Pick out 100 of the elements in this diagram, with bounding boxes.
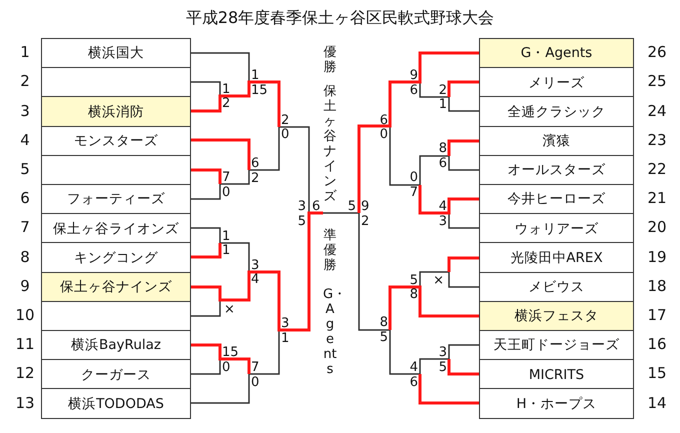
team-name: メビウス	[528, 278, 584, 296]
score: 8	[410, 288, 418, 300]
team-box	[41, 300, 191, 332]
score: 0	[410, 170, 418, 184]
score: 1	[438, 98, 447, 110]
score: 1	[222, 230, 230, 242]
title: 平成28年度春季保土ヶ谷区民軟式野球大会	[184, 8, 496, 28]
team-name: 保土ヶ谷ナインズ	[60, 278, 172, 296]
score: 0	[281, 128, 290, 140]
score: 4	[410, 360, 418, 374]
team-name: 全逓クラシック	[508, 102, 606, 121]
seed-number: 24	[647, 104, 667, 118]
team-box	[479, 300, 634, 332]
score: 2	[222, 96, 230, 110]
seed-number: 21	[647, 191, 667, 206]
team-name: 横浜BayRulaz	[71, 336, 161, 354]
team-box	[479, 242, 634, 274]
team-name: モンスターズ	[74, 132, 158, 150]
runner-up-label: 準優勝	[323, 228, 337, 273]
score: 1	[222, 244, 230, 256]
team-name: G・Agents	[520, 44, 592, 62]
score: 1	[251, 68, 260, 82]
seed-number: 22	[647, 162, 667, 177]
seed-number: 11	[15, 337, 35, 352]
score: 4	[438, 200, 447, 212]
team-name: ウォリアーズ	[514, 220, 598, 238]
seed-number: 10	[15, 308, 35, 323]
score: 0	[380, 128, 388, 140]
team-box	[41, 330, 191, 361]
seed-number: 12	[15, 366, 35, 382]
score: 6	[312, 200, 320, 212]
score: 2	[251, 172, 260, 184]
score: 3	[438, 346, 447, 358]
score: 6	[410, 84, 418, 96]
team-name: 横浜フェスタ	[514, 307, 598, 326]
score: 3	[298, 200, 306, 212]
seed-number: 18	[647, 278, 667, 294]
score: 8	[438, 142, 447, 154]
seed-number: 23	[647, 132, 667, 148]
score: 9	[410, 68, 418, 82]
seed-number: 26	[647, 45, 667, 60]
team-box	[41, 38, 191, 69]
winner-name: 保土ヶ谷ナインズ	[323, 84, 337, 204]
seed-number: 2	[20, 74, 30, 90]
seed-number: 1	[20, 45, 30, 60]
seed-number: 25	[647, 74, 667, 90]
score: 5	[438, 360, 447, 374]
team-box	[41, 67, 191, 98]
team-box	[41, 154, 191, 186]
team-box	[41, 96, 191, 128]
score: 5	[348, 200, 356, 212]
score: 2	[361, 214, 370, 228]
score: 8	[380, 316, 388, 328]
team-name: 保土ヶ谷ライオンズ	[53, 220, 179, 238]
team-box	[479, 154, 634, 186]
score: 4	[251, 272, 260, 286]
score: 3	[281, 316, 290, 330]
team-box	[479, 67, 634, 98]
score: 3	[438, 214, 447, 228]
team-box	[479, 126, 634, 156]
team-box	[41, 184, 191, 215]
score: 0	[251, 376, 260, 388]
seed-number: 16	[647, 337, 667, 352]
seed-number: 13	[15, 396, 35, 410]
seed-number: 19	[647, 250, 667, 264]
team-name: H・ホープス	[516, 394, 597, 413]
score: 5	[298, 214, 306, 228]
seed-number: 6	[20, 191, 30, 206]
team-box	[479, 330, 634, 361]
team-name: オールスターズ	[508, 161, 606, 180]
team-box	[41, 126, 191, 156]
seed-number: 15	[647, 366, 667, 382]
team-box	[41, 213, 191, 244]
score: 15	[222, 346, 239, 358]
score: 15	[251, 84, 268, 96]
team-box	[479, 38, 634, 69]
seed-number: 9	[20, 278, 30, 294]
seed-number: 7	[20, 220, 30, 236]
score: 6	[438, 156, 447, 170]
walkover-mark: ×	[433, 274, 444, 286]
score: 1	[222, 82, 230, 96]
score: 5	[380, 330, 388, 344]
team-name: メリーズ	[528, 74, 584, 92]
team-name: 横浜国大	[88, 44, 144, 62]
seed-number: 3	[20, 104, 30, 118]
team-box	[41, 242, 191, 274]
team-box	[479, 272, 634, 302]
team-name: キングコング	[74, 248, 158, 267]
walkover-mark: ×	[224, 302, 235, 316]
seed-number: 14	[647, 396, 667, 410]
team-name: 濱猿	[542, 132, 570, 150]
score: 2	[438, 84, 447, 96]
winner-label: 優勝	[323, 45, 337, 75]
team-name: クーガース	[81, 366, 151, 384]
seed-number: 20	[647, 220, 667, 236]
team-name: 天王町ドージョーズ	[494, 336, 620, 354]
team-name: 光陵田中AREX	[510, 248, 603, 267]
seed-number: 17	[647, 308, 667, 323]
score: 7	[222, 170, 230, 184]
team-box	[41, 272, 191, 302]
